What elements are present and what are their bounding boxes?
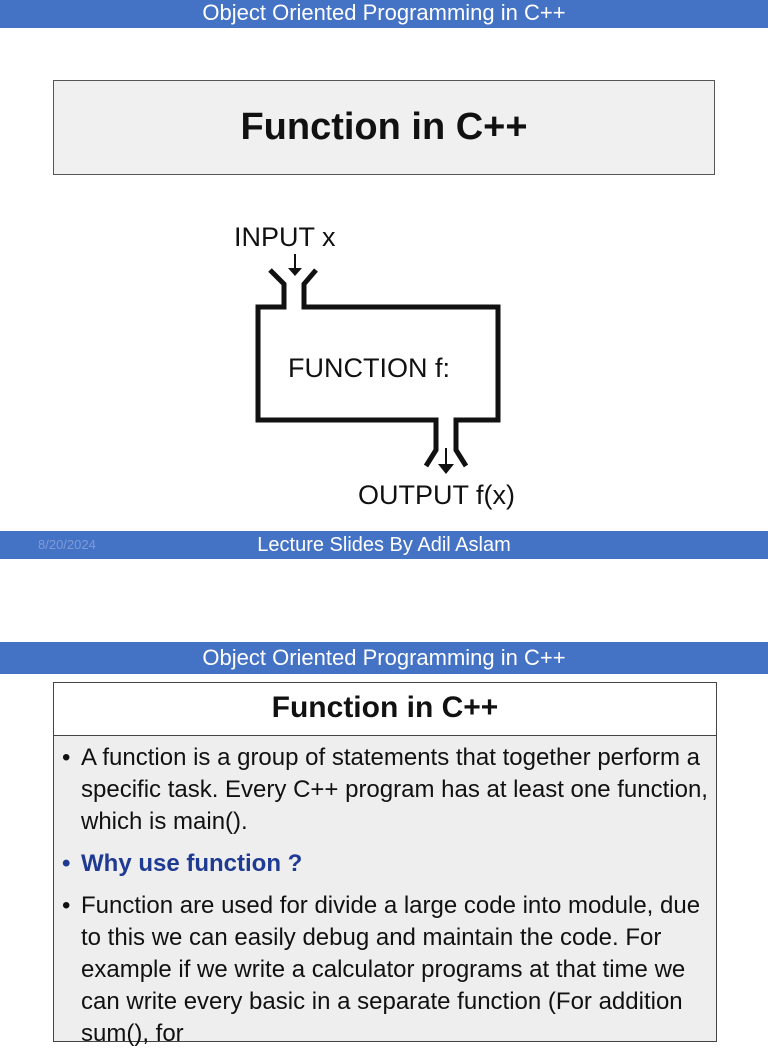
function-diagram: INPUT x FUNCTION f: OUTPUT f(x)	[234, 222, 515, 510]
slide1-title-box: Function in C++	[53, 80, 715, 175]
diagram-input-label: INPUT x	[234, 222, 336, 252]
input-arrow-head	[288, 268, 302, 276]
diagram-function-label: FUNCTION f:	[288, 353, 450, 383]
bullet-dot-icon: •	[62, 850, 71, 877]
slide1-header-band: Object Oriented Programming in C++	[0, 0, 768, 28]
slide2-content-box: Function in C++ • A function is a group o…	[53, 682, 717, 1047]
slide1-footer-credit: Lecture Slides By Adil Aslam	[257, 534, 511, 556]
bullet-dot-icon: •	[62, 744, 71, 771]
bullet-item-emphasis: • Why use function ?	[62, 848, 708, 880]
diagram-output-label: OUTPUT f(x)	[358, 480, 515, 510]
bullet-text: A function is a group of statements that…	[81, 744, 708, 835]
slide1-footer-date: 8/20/2024	[38, 537, 96, 552]
slide2-header-text: Object Oriented Programming in C++	[202, 645, 566, 670]
slide2-bullet-list: • A function is a group of statements tha…	[54, 736, 716, 1050]
bullet-text: Function are used for divide a large cod…	[81, 892, 701, 1047]
output-arrow-head	[438, 464, 454, 474]
slide2-header-band: Object Oriented Programming in C++	[0, 642, 768, 674]
bullet-item: • A function is a group of statements tha…	[62, 742, 708, 838]
bullet-text: Why use function ?	[81, 850, 303, 877]
bullet-dot-icon: •	[62, 892, 71, 919]
function-box-outline	[255, 268, 501, 468]
slide1-header-text: Object Oriented Programming in C++	[202, 0, 566, 25]
bullet-item: • Function are used for divide a large co…	[62, 890, 708, 1050]
slide1-footer-band: 8/20/2024 Lecture Slides By Adil Aslam	[0, 531, 768, 559]
slide1-title: Function in C++	[240, 106, 528, 148]
slide2-title: Function in C++	[54, 683, 716, 736]
